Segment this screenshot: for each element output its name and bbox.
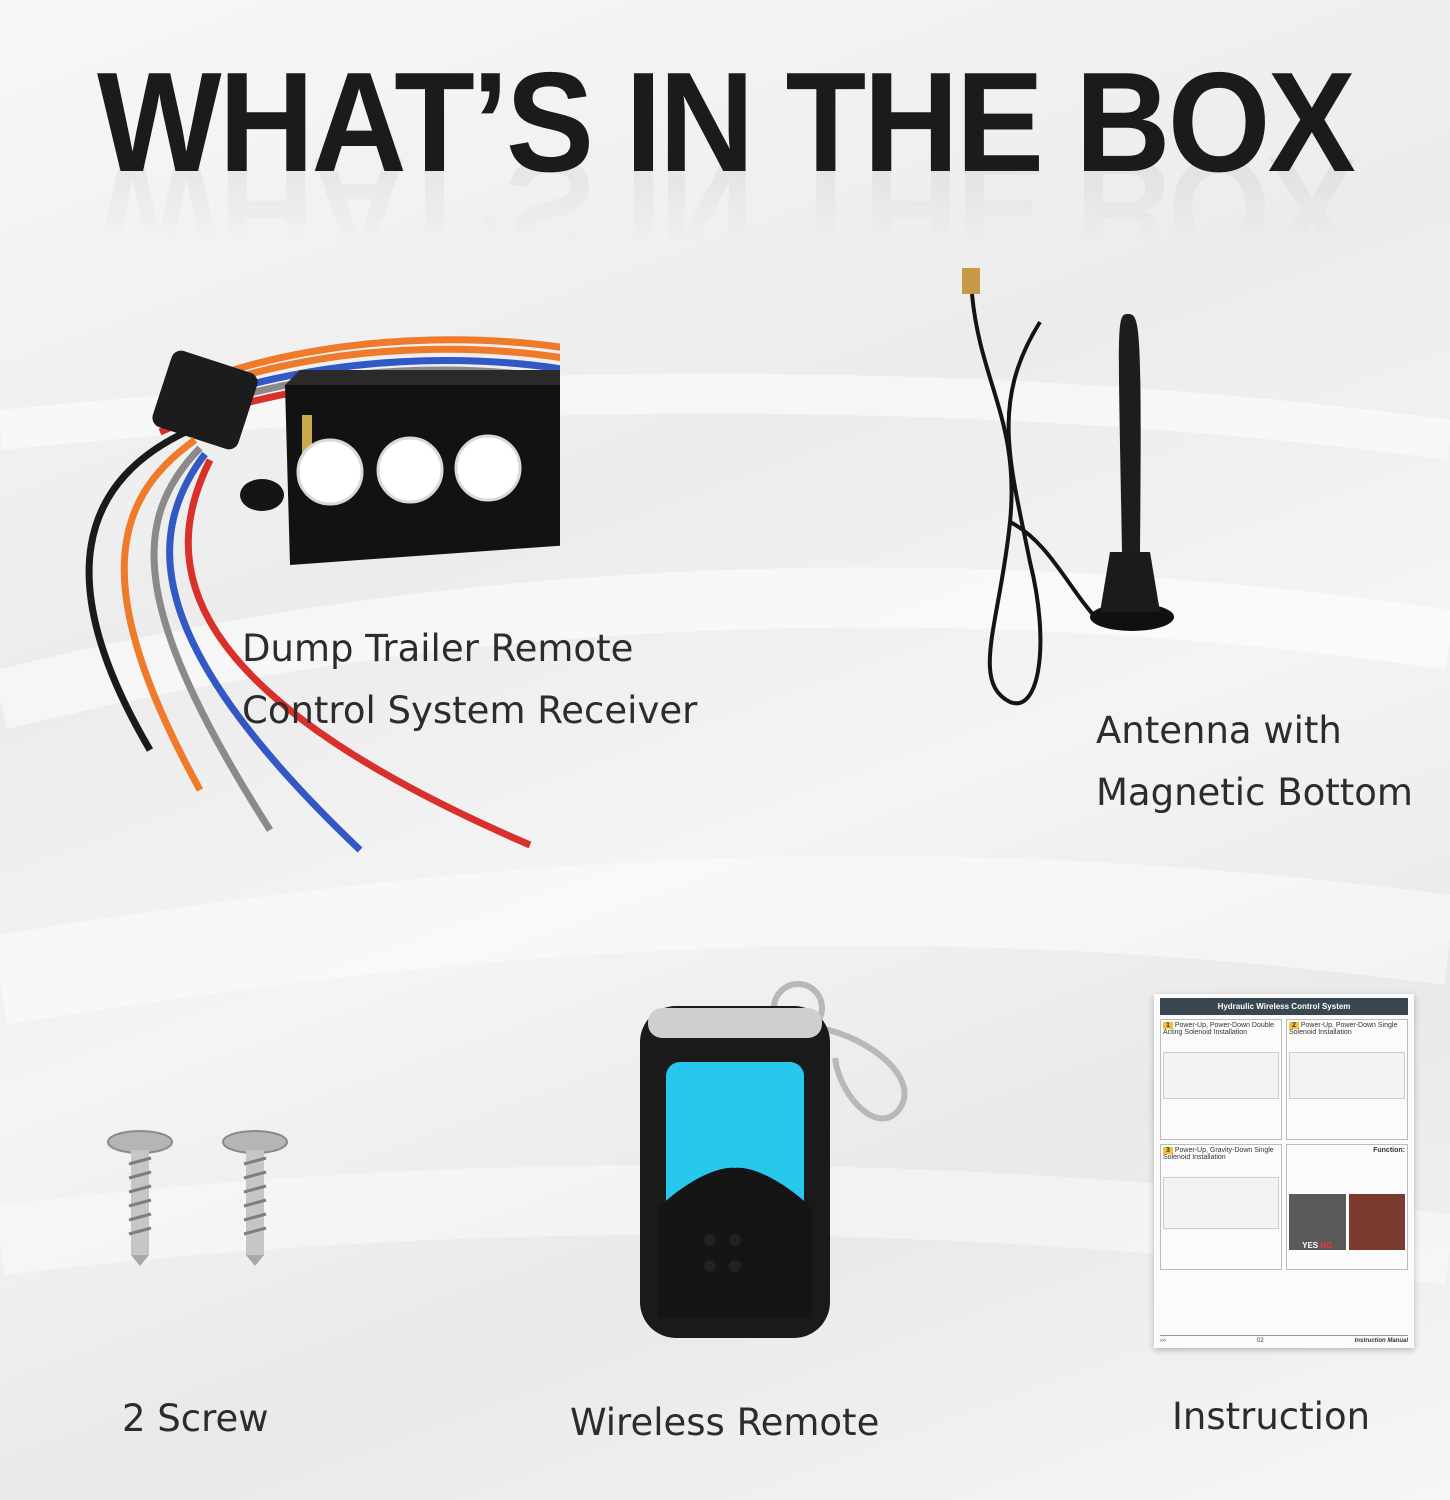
manual-section-3: 3 Power-Up, Gravity-Down Single Solenoid… [1160, 1144, 1282, 1270]
screw-icon [222, 1130, 288, 1266]
screws-label: 2 Screw [122, 1397, 269, 1440]
manual-section-2: 2 Power-Up, Power-Down Single Solenoid I… [1286, 1019, 1408, 1140]
antenna-illustration [962, 268, 1174, 706]
step3-number: 3 [1163, 1147, 1173, 1154]
manual-function-section: Function: YES NO [1286, 1144, 1408, 1270]
step1-title: Power-Up, Power-Down Double Acting Solen… [1163, 1022, 1275, 1036]
wire-bundle-top [158, 336, 560, 436]
manual-header: Hydraulic Wireless Control System [1160, 998, 1408, 1015]
step2-title: Power-Up, Power-Down Single Solenoid Ins… [1289, 1022, 1398, 1036]
page-title: WHAT’S IN THE BOX [96, 43, 1356, 202]
manual-section-1: 1 Power-Up, Power-Down Double Acting Sol… [1160, 1019, 1282, 1140]
yes-label: YES [1302, 1241, 1319, 1250]
step2-number: 2 [1289, 1022, 1299, 1029]
step1-number: 1 [1163, 1022, 1173, 1029]
manual-page-number: 02 [1256, 1338, 1264, 1344]
receiver-label-line1: Dump Trailer Remote [242, 627, 634, 670]
instruction-label: Instruction [1172, 1395, 1371, 1438]
no-label: NO [1320, 1241, 1333, 1250]
screws-illustration [107, 1130, 288, 1266]
screw-icon [107, 1130, 173, 1266]
antenna-label-line2: Magnetic Bottom [1096, 771, 1413, 814]
manual-footer-label: Instruction Manual [1354, 1338, 1408, 1344]
valve-photo [1348, 1194, 1405, 1250]
receiver-label-line2: Control System Receiver [242, 689, 698, 732]
page-title-reflection: WHAT’S IN THE BOX [96, 128, 1354, 287]
receiver-label: Dump Trailer Remote Control System Recei… [242, 618, 697, 742]
yes-photo: YES NO [1289, 1194, 1346, 1250]
remote-illustration [640, 981, 908, 1338]
function-label: Function: [1373, 1147, 1405, 1154]
manual-footer: ››› 02 Instruction Manual [1160, 1335, 1408, 1344]
antenna-label-line1: Antenna with [1096, 709, 1342, 752]
step3-title: Power-Up, Gravity-Down Single Solenoid I… [1163, 1147, 1274, 1161]
receiver-illustration [85, 336, 560, 853]
antenna-label: Antenna with Magnetic Bottom [1096, 700, 1413, 824]
instruction-manual: Hydraulic Wireless Control System 1 Powe… [1154, 994, 1414, 1348]
remote-label: Wireless Remote [570, 1401, 880, 1444]
